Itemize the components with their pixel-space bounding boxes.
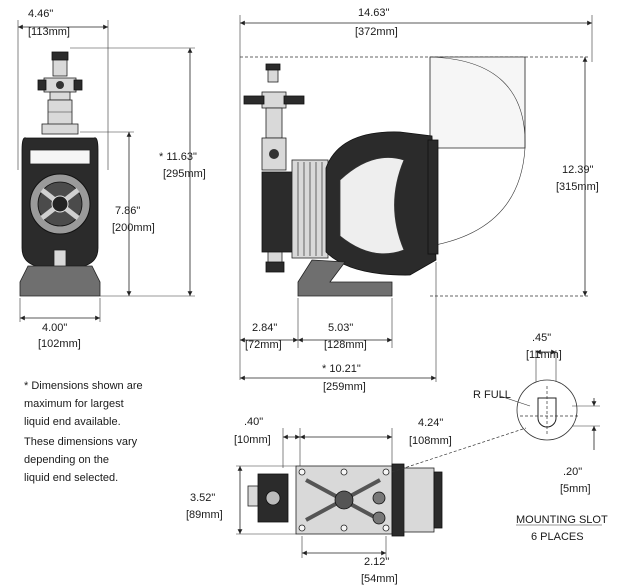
note-line-4: These dimensions vary [24, 436, 138, 448]
note-line-2: maximum for largest [24, 398, 124, 410]
top-height-mm: [89mm] [186, 509, 223, 521]
front-inner-height-in: 7.86" [115, 205, 140, 217]
side-height-in: 12.39" [562, 164, 594, 176]
slot-title: MOUNTING SLOT [516, 514, 608, 526]
note-line-1: * Dimensions shown are [24, 380, 143, 392]
side-depth-mm: [259mm] [323, 381, 366, 393]
slot-subtitle: 6 PLACES [531, 531, 584, 543]
slot-width-mm: [11mm] [526, 349, 562, 361]
footnote: * Dimensions shown are maximum for large… [24, 380, 143, 484]
side-width-in: 14.63" [358, 7, 390, 19]
top-offset-mm: [10mm] [234, 434, 271, 446]
front-height-mm: [295mm] [163, 168, 206, 180]
slot-radius-label: R FULL [473, 389, 511, 401]
note-line-6: liquid end selected. [24, 472, 118, 484]
front-width-in: 4.46" [28, 8, 53, 20]
front-base-width-in: 4.00" [42, 322, 67, 334]
side-base-left-mm: [72mm] [245, 339, 282, 351]
side-height-mm: [315mm] [556, 181, 599, 193]
side-base-span-mm: [128mm] [324, 339, 367, 351]
mounting-slot-detail: .45" [11mm] R FULL .20" [5mm] MOUNTING S… [391, 332, 608, 543]
slot-width-in: .45" [532, 332, 551, 344]
side-depth-in: * 10.21" [322, 363, 361, 375]
top-bottom-mm: [54mm] [361, 573, 398, 585]
note-line-3: liquid end available. [24, 416, 121, 428]
top-span-in: 4.24" [418, 417, 443, 429]
side-base-left-in: 2.84" [252, 322, 277, 334]
side-width-mm: [372mm] [355, 26, 398, 38]
side-base-span-in: 5.03" [328, 322, 353, 334]
top-view: .40" [10mm] 4.24" [108mm] 3.52" [89mm] 2… [186, 416, 452, 585]
top-height-in: 3.52" [190, 492, 215, 504]
front-inner-height-mm: [200mm] [112, 222, 155, 234]
top-bottom-in: 2.12" [364, 556, 389, 568]
note-line-5: depending on the [24, 454, 109, 466]
side-view: 14.63" [372mm] 12.39" [315mm] 2.84" [72m… [239, 7, 599, 393]
front-base-width-mm: [102mm] [38, 338, 81, 350]
slot-mm: [5mm] [560, 483, 591, 495]
slot-in: .20" [563, 466, 582, 478]
front-width-mm: [113mm] [28, 26, 70, 38]
front-view: 4.46" [113mm] * 11.63" [295mm] 7.86" [20… [17, 8, 206, 350]
top-span-mm: [108mm] [409, 435, 452, 447]
top-offset-in: .40" [244, 416, 263, 428]
front-height-in: * 11.63" [159, 151, 197, 163]
